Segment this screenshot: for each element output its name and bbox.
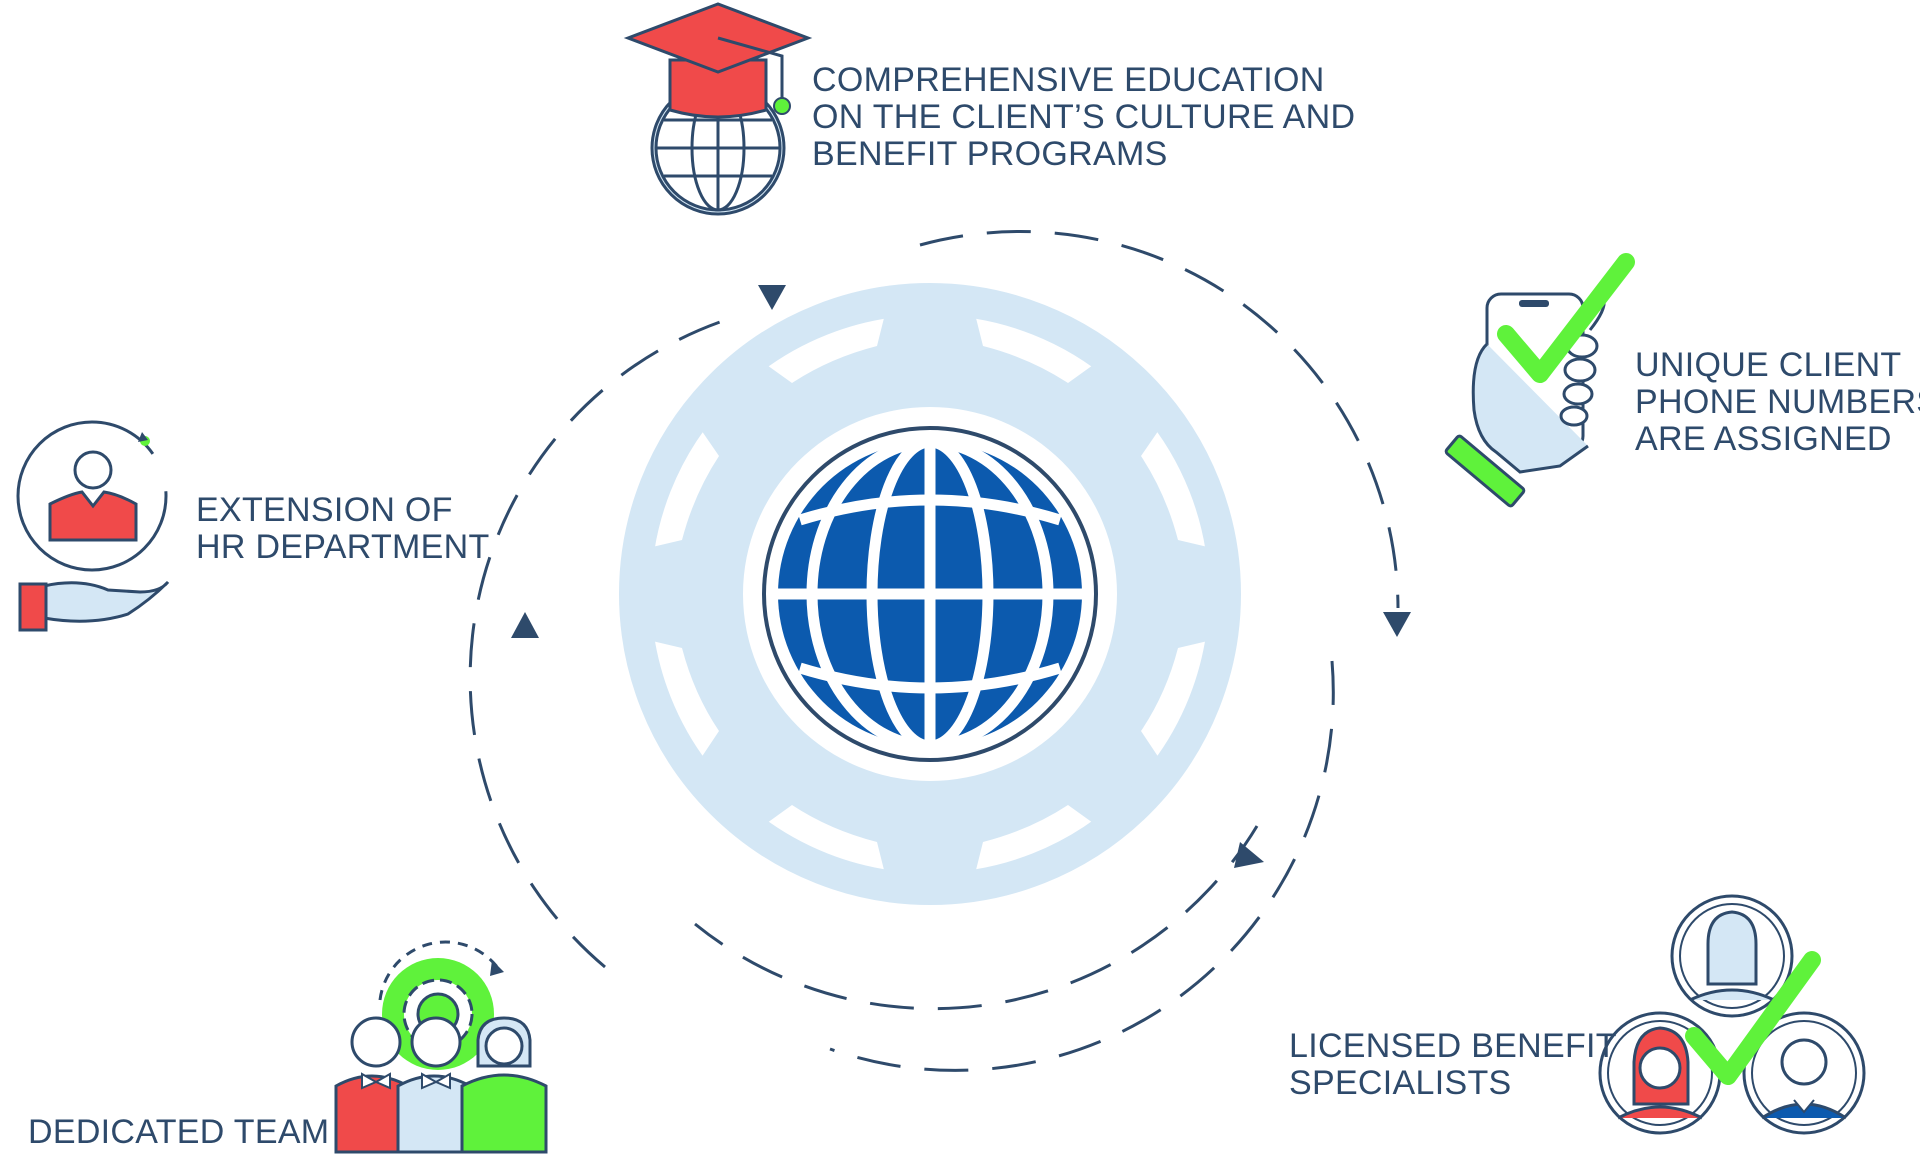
arrowhead-top xyxy=(758,285,786,310)
cycle-arrowheads xyxy=(511,285,1411,868)
globe-gear-icon xyxy=(619,283,1241,905)
cycle-arc-left xyxy=(468,314,739,969)
arrowhead-left xyxy=(511,612,539,638)
hr-label-line-2: HR DEPARTMENT xyxy=(196,528,490,566)
phone-label-line-3: ARE ASSIGNED xyxy=(1635,420,1892,458)
education-label: COMPREHENSIVE EDUCATION ON THE CLIENT’S … xyxy=(812,62,1355,173)
specialists-label-line-1: LICENSED BENEFIT xyxy=(1289,1027,1617,1065)
gear-shape xyxy=(648,314,1212,874)
education-label-line-1: COMPREHENSIVE EDUCATION xyxy=(812,61,1325,99)
dedicated-team-icon xyxy=(334,940,548,1154)
hand-holding-person-icon xyxy=(16,420,170,632)
cycle-arrows xyxy=(468,230,1400,1072)
phone-label: UNIQUE CLIENT PHONE NUMBERS ARE ASSIGNED xyxy=(1635,347,1920,458)
phone-label-line-2: PHONE NUMBERS xyxy=(1635,383,1920,421)
education-label-line-2: ON THE CLIENT’S CULTURE AND xyxy=(812,98,1356,136)
phone-label-line-1: UNIQUE CLIENT xyxy=(1635,346,1902,384)
hr-label-line-1: EXTENSION OF xyxy=(196,491,453,529)
education-label-line-3: BENEFIT PROGRAMS xyxy=(812,135,1168,173)
globe-icon xyxy=(778,436,1082,752)
phone-checkmark-icon xyxy=(1444,253,1635,508)
arrowhead-right xyxy=(1383,612,1411,637)
graduation-cap-globe-icon xyxy=(623,2,813,216)
cycle-arc-right-bottom xyxy=(829,660,1335,1072)
arrowhead-bottom-right xyxy=(1234,842,1264,868)
team-label-line-1: DEDICATED TEAM xyxy=(28,1113,330,1151)
cycle-arc-inner-bottom xyxy=(694,825,1259,1011)
cycle-arc-top-right xyxy=(919,230,1400,609)
team-label: DEDICATED TEAM xyxy=(28,1114,329,1151)
specialists-label: LICENSED BENEFIT SPECIALISTS xyxy=(1289,1028,1617,1102)
specialists-group-icon xyxy=(1598,894,1866,1135)
gear-outer-ring xyxy=(619,283,1241,905)
hr-label: EXTENSION OF HR DEPARTMENT xyxy=(196,492,490,566)
specialists-label-line-2: SPECIALISTS xyxy=(1289,1064,1512,1102)
